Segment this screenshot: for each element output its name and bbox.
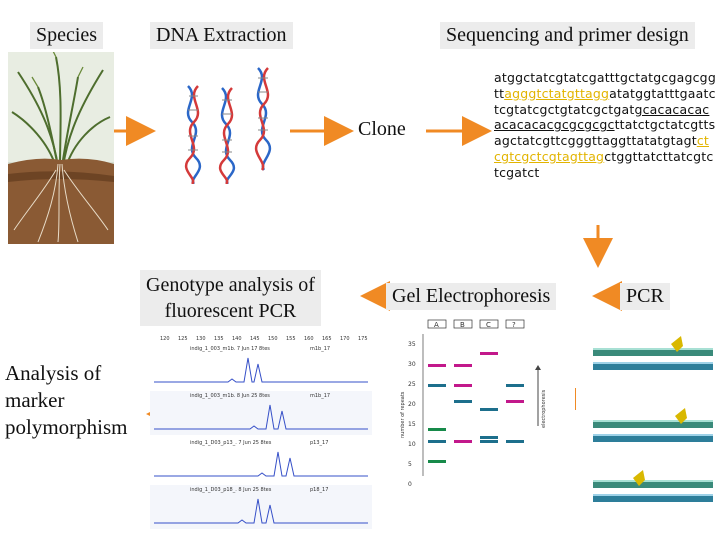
gel-band bbox=[454, 384, 472, 387]
trace-axis-tick: 165 bbox=[322, 336, 332, 342]
gel-tick-label: 15 bbox=[408, 421, 416, 428]
gel-band bbox=[428, 428, 446, 431]
trace-axis-tick: 135 bbox=[214, 336, 224, 342]
gel-band bbox=[454, 364, 472, 367]
trace-axis-tick: 125 bbox=[178, 336, 188, 342]
trace-label: indig_1_D03_p18_. 8 Jun 25 8tes bbox=[190, 487, 272, 493]
dna-extraction-label: DNA Extraction bbox=[150, 22, 293, 49]
sequence-segment: atatggtatttgaatctcgtatcgctgtatcgctgat bbox=[494, 85, 716, 117]
genotype-label: Genotype analysis of fluorescent PCR bbox=[140, 270, 321, 326]
gel-tick-label: 30 bbox=[408, 361, 416, 368]
fluorescent-pcr-traces: 120 125 130 135 140 145 150 155 160 165 170 175 ind… bbox=[150, 330, 372, 540]
sequence-segment: ctggttatcttatcgtctcgatct bbox=[494, 148, 714, 180]
trace-id: p18_17 bbox=[310, 487, 328, 493]
sequence-segment: ttatctgctatcgttsagctatcgttcgggttaggttata… bbox=[494, 117, 716, 149]
trace-panel bbox=[150, 391, 372, 435]
pcr-strands-image bbox=[575, 336, 713, 502]
sequence-segment: gcacacacacacacacacgcgcgcgc bbox=[494, 101, 710, 133]
gel-tick-label: 10 bbox=[408, 441, 416, 448]
gel-lane-label: A bbox=[434, 321, 439, 329]
trace-line bbox=[154, 357, 368, 383]
trace-axis-tick: 170 bbox=[340, 336, 350, 342]
gel-band bbox=[428, 440, 446, 443]
gel-lane-label: ? bbox=[512, 321, 516, 329]
gel-ylabel: number of repeats bbox=[400, 391, 406, 438]
gel-band bbox=[454, 400, 472, 403]
trace-axis-tick: 140 bbox=[232, 336, 242, 342]
genotype-line-2: fluorescent PCR bbox=[164, 300, 297, 322]
genotype-line-1: Genotype analysis of bbox=[146, 274, 315, 296]
trace-axis-tick: 120 bbox=[160, 336, 170, 342]
gel-band bbox=[428, 364, 446, 367]
gel-side-label: electrophoresis bbox=[541, 389, 547, 428]
plant-soil-image bbox=[8, 52, 114, 244]
species-label: Species bbox=[30, 22, 104, 49]
gel-tick-label: 35 bbox=[408, 341, 416, 348]
gel-tick-label: 0 bbox=[408, 481, 412, 488]
trace-panel bbox=[150, 485, 372, 529]
gel-band bbox=[506, 384, 524, 387]
gel-electrophoresis-image: A B C? 35 30 25 20 15 10 5 0 number of repeats el… bbox=[400, 319, 547, 488]
gel-tick-label: 20 bbox=[408, 401, 416, 408]
analysis-label: Analysis of marker polymorphism bbox=[5, 360, 128, 441]
gel-band bbox=[480, 408, 498, 411]
gel-band bbox=[506, 440, 524, 443]
trace-line bbox=[154, 451, 368, 477]
trace-id: p13_17 bbox=[310, 440, 328, 446]
gel-tick-label: 5 bbox=[408, 461, 412, 468]
sequence-segment: ctcgtcgctcgtagttag bbox=[494, 133, 709, 164]
gel-tick-label: 25 bbox=[408, 381, 416, 388]
trace-axis-tick: 155 bbox=[286, 336, 296, 342]
sequencing-label: Sequencing and primer design bbox=[440, 22, 695, 49]
gel-well bbox=[479, 319, 499, 329]
trace-panel bbox=[150, 438, 372, 482]
gel-electrophoresis-label: Gel Electrophoresis bbox=[386, 283, 557, 310]
clone-label: Clone bbox=[358, 118, 406, 140]
analysis-line-3: polymorphism bbox=[5, 415, 128, 439]
dna-sequence-text: atggctatcgtatcgatttgctatgcgagcggttagggtc… bbox=[494, 70, 716, 181]
analysis-line-2: marker bbox=[5, 388, 65, 412]
gel-band bbox=[454, 440, 472, 443]
trace-axis-tick: 130 bbox=[196, 336, 206, 342]
gel-band bbox=[506, 400, 524, 403]
trace-axis-tick: 150 bbox=[268, 336, 278, 342]
dna-helix-image bbox=[184, 67, 272, 184]
gel-band bbox=[428, 460, 446, 463]
gel-lane-label: C bbox=[486, 321, 491, 329]
gel-band bbox=[480, 440, 498, 443]
sequence-segment: agggtctatgttagg bbox=[504, 85, 610, 101]
trace-id: m1b_17 bbox=[310, 393, 330, 399]
trace-label: indig_1_D03_p13_. 7 Jun 25 8tes bbox=[190, 440, 272, 446]
gel-well bbox=[505, 319, 525, 329]
trace-id: m1b_17 bbox=[310, 346, 330, 352]
trace-label: indig_1_003_m1b. 8 Jun 25 8tes bbox=[190, 393, 270, 399]
gel-well bbox=[427, 319, 447, 329]
trace-axis-tick: 160 bbox=[304, 336, 314, 342]
trace-line bbox=[154, 498, 368, 524]
pcr-label: PCR bbox=[620, 283, 670, 310]
trace-panel bbox=[150, 344, 372, 388]
gel-band bbox=[480, 352, 498, 355]
sequence-segment: atggctatcgtatcgatttgctatgcgagcggtt bbox=[494, 70, 716, 101]
trace-axis-tick: 145 bbox=[250, 336, 260, 342]
trace-axis-tick: 175 bbox=[358, 336, 368, 342]
trace-line bbox=[154, 404, 368, 430]
gel-well bbox=[453, 319, 473, 329]
gel-lane-label: B bbox=[460, 321, 465, 329]
trace-label: indig_1_003_m1b. 7 Jun 17 8tes bbox=[190, 346, 270, 352]
gel-band bbox=[428, 384, 446, 387]
gel-band bbox=[480, 436, 498, 439]
analysis-line-1: Analysis of bbox=[5, 361, 102, 385]
